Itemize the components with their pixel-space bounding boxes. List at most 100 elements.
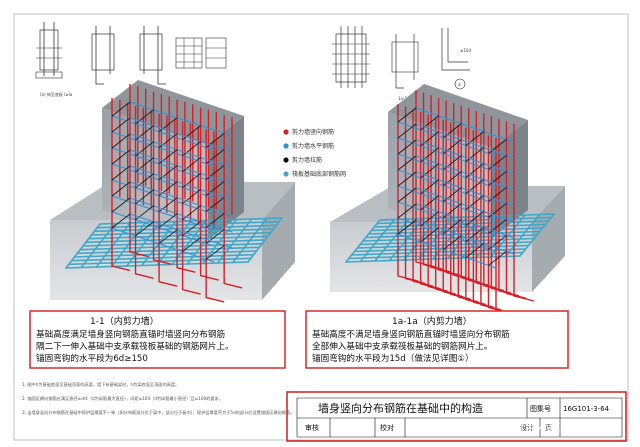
horizontal-bar [415, 187, 515, 223]
vertical-bar [176, 99, 196, 273]
mesh-bar [93, 224, 278, 233]
legend-label-horizontal: 剪力墙水平钢筋 [292, 142, 334, 150]
tie-bar [420, 179, 440, 195]
tie-bar [442, 235, 462, 251]
vertical-bar [483, 113, 505, 292]
tie-bar [465, 147, 485, 162]
tie-bar [465, 211, 485, 226]
tie-bar [488, 234, 507, 250]
vertical-bar [199, 107, 219, 281]
tie-bar [420, 147, 440, 163]
horizontal-bar [415, 203, 515, 239]
right-rebar-cage [345, 90, 555, 316]
horizontal-bar [129, 101, 233, 137]
tie-bar [111, 165, 131, 181]
right-caption-line-3: 锚固弯钩的水平段为15d（做法见详图①） [312, 352, 474, 364]
vertical-bar [498, 118, 520, 297]
tie-bar [397, 203, 417, 219]
tie-bar [158, 229, 178, 245]
tie-bar [135, 205, 154, 221]
horizontal-bar [129, 149, 233, 185]
tie-bar [111, 101, 131, 117]
vertical-bar [111, 98, 131, 272]
note-1: 1. 图中h为基础底面至基础顶面的高度，墙下有基础梁时，h为梁底面至顶面的高度。 [22, 381, 179, 388]
vertical-bar [468, 108, 489, 286]
tie-bar [158, 149, 178, 165]
red-dot-icon [283, 129, 289, 135]
vertical-bar [513, 124, 535, 302]
tie-bar [135, 157, 154, 173]
tie-bar [205, 180, 225, 196]
right-thumbnail-detail: 1a-1a ≥10d ① [332, 26, 471, 101]
tie-bar [135, 189, 154, 205]
vertical-bar [134, 105, 154, 280]
design-label: 设计 [520, 423, 534, 432]
horizontal-bar [415, 171, 515, 207]
page-label: 页 [545, 424, 552, 432]
tie-bar [442, 203, 462, 219]
vertical-bar [480, 132, 502, 311]
tie-bar [488, 250, 507, 266]
tie-bar [420, 115, 440, 131]
vertical-bar [158, 113, 178, 287]
review-label: 审核 [305, 423, 319, 432]
vertical-bar [475, 110, 497, 289]
vertical-bar [223, 115, 243, 289]
right-caption-box: 1a-1a（内剪力墙） 基础高度不满足墙身竖向钢筋直锚时墙竖向分布钢筋 全部伸入… [305, 310, 569, 369]
tie-bar [465, 243, 485, 258]
tie-bar [205, 164, 225, 180]
right-thumbnail-label: 1a-1a [398, 96, 410, 101]
vertical-bar [460, 105, 482, 284]
vertical-bar [152, 91, 172, 266]
tie-bar [158, 197, 178, 213]
tie-bar [397, 171, 417, 187]
horizontal-bar [129, 181, 233, 217]
tie-bar [488, 218, 507, 234]
tie-bar [182, 189, 202, 204]
teal-dot-icon [283, 171, 289, 177]
mesh-bar [232, 217, 268, 264]
tie-bar [182, 173, 202, 188]
watermark: 知乎 @爱分享的工程小陈 [436, 420, 561, 434]
tie-bar [442, 139, 462, 155]
horizontal-bar [415, 123, 515, 159]
tie-bar [442, 171, 462, 187]
legend-label-mesh: 筏板基础底部钢筋网 [292, 170, 346, 178]
tie-bar [420, 195, 440, 211]
horizontal-bar [397, 233, 497, 269]
blue-dot-icon [283, 143, 289, 149]
tie-bar [488, 186, 507, 202]
tie-bar [420, 163, 440, 179]
detail-circle-label: ① [458, 82, 462, 87]
tie-bar [397, 107, 417, 123]
tie-bar [205, 196, 225, 212]
left-caption-box: 1-1（内剪力墙） 基础高度满足墙身竖向钢筋直锚时墙竖向分布钢筋 隔二下一伸入基… [29, 310, 286, 369]
tie-bar [111, 117, 131, 133]
tie-bar [111, 197, 131, 213]
tie-bar [420, 131, 440, 147]
left-caption-title: 1-1（内剪力墙） [90, 315, 159, 327]
tie-bar [465, 179, 485, 194]
mesh-bar [519, 213, 555, 257]
drawing-notes: 1. 图中h为基础底面至基础顶面的高度，墙下有基础梁时，h为梁底面至顶面的高度。… [22, 381, 294, 416]
tie-bar [420, 227, 440, 243]
sheet-border [13, 13, 629, 441]
tie-bar [182, 237, 202, 252]
tie-bar [182, 125, 202, 140]
tie-bar [442, 219, 462, 235]
tie-bar [442, 155, 462, 171]
sheet-title: 墙身竖向分布钢筋在基础中的构造 [318, 401, 483, 415]
tie-bar [420, 211, 440, 227]
mesh-bar [96, 220, 280, 229]
tie-bar [465, 131, 485, 146]
vertical-bar [465, 127, 487, 306]
vertical-bar [437, 97, 459, 276]
note-3: 3. 当墙身竖向分布钢筋在基础中保护层厚度不一致（如分布筋部分位于梁中，部分位于… [22, 409, 294, 416]
tie-bar [442, 187, 462, 203]
left-thumbnail-detail: (a) 伸至底板 l≥la [35, 22, 227, 97]
tie-bar [111, 213, 131, 229]
tie-bar [182, 205, 202, 220]
vertical-bar [442, 119, 464, 298]
right-caption-line-2: 全部伸入基础中支承载筏板基础的钢筋网片上。 [312, 340, 492, 352]
